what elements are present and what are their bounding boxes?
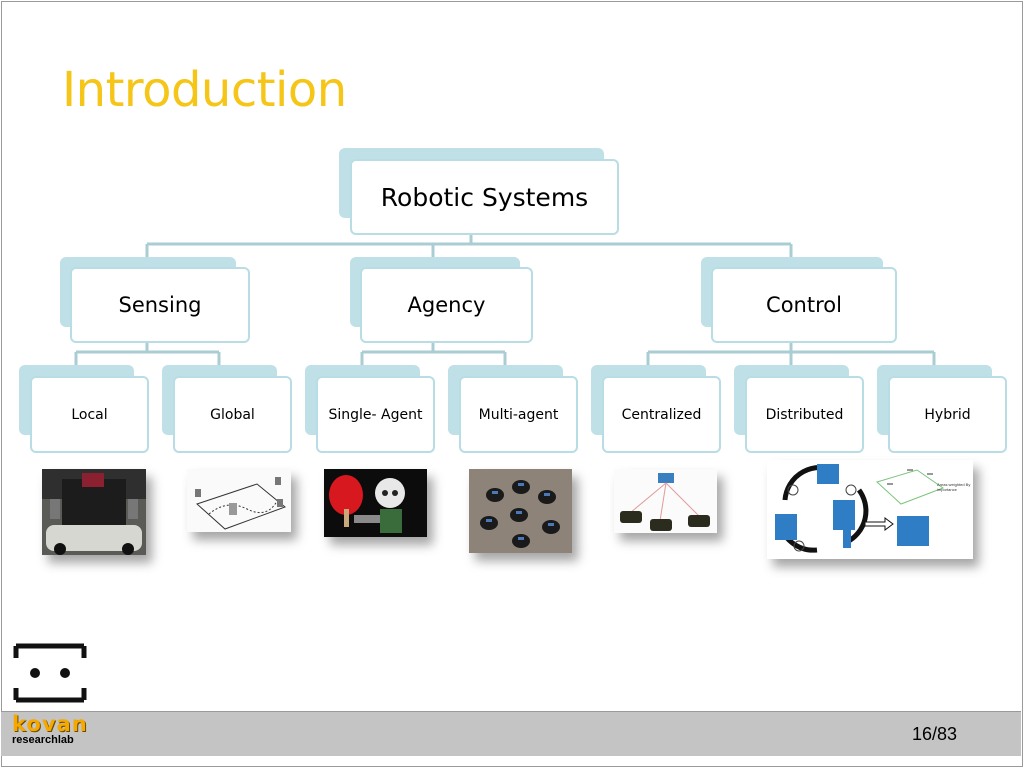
kovan-researchlab-logo: kovan researchlab (12, 714, 90, 752)
tree-leaf-hybrid: Hybrid (877, 365, 1007, 453)
robot-local-sensing-image (42, 469, 146, 555)
tree-leaf-label: Global (210, 406, 255, 423)
tree-root-label: Robotic Systems (380, 182, 589, 212)
tree-root: Robotic Systems (339, 148, 619, 236)
brand-line1: kovan (12, 712, 88, 736)
kovan-robot-face-icon (12, 642, 88, 709)
global-sensing-diagram-image (187, 469, 291, 532)
tree-node-label: Control (766, 293, 842, 317)
page-number: 16/83 (912, 724, 958, 744)
tree-leaf-global: Global (162, 365, 292, 453)
distributed-hybrid-diagram-image: Areas weighted By importance (767, 460, 973, 559)
tree-leaf-label: Multi-agent (478, 406, 559, 423)
tree-leaf-label: Distributed (765, 406, 844, 423)
tree-node-sensing: Sensing (60, 257, 250, 343)
tree-leaf-centralized: Centralized (591, 365, 721, 453)
tree-leaf-single-agent: Single- Agent (305, 365, 435, 453)
centralized-robots-image (614, 469, 717, 533)
single-agent-robot-image (324, 469, 427, 537)
tree-node-agency: Agency (350, 257, 533, 343)
tree-node-label: Sensing (118, 293, 202, 317)
tree-leaf-multi-agent: Multi-agent (448, 365, 578, 453)
tree-leaf-label: Single- Agent (328, 406, 423, 423)
tree-node-label: Agency (407, 293, 486, 317)
tree-leaf-label: Local (71, 406, 108, 423)
tree-leaf-label: Centralized (621, 406, 702, 423)
tree-node-control: Control (701, 257, 897, 343)
multi-agent-robots-image (469, 469, 572, 553)
brand-line2: researchlab (12, 734, 74, 746)
footer-bar (1, 711, 1021, 756)
slide-title: Introduction (62, 62, 347, 118)
tree-leaf-label: Hybrid (924, 406, 971, 423)
hybrid-image-caption: Areas weighted By importance (937, 482, 971, 492)
tree-leaf-distributed: Distributed (734, 365, 864, 453)
tree-leaf-local: Local (19, 365, 149, 453)
